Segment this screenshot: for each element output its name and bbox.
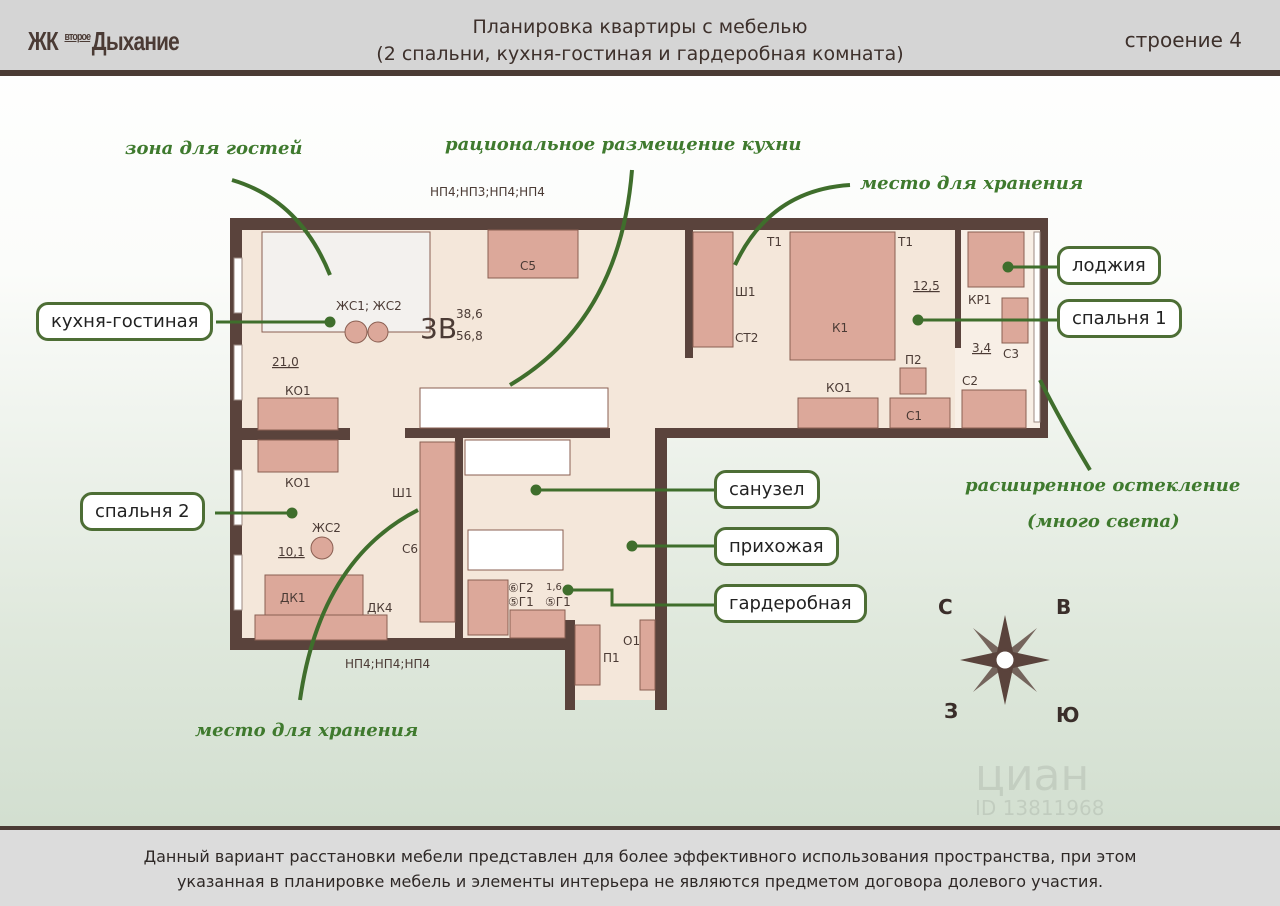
- code-c3: С3: [1003, 347, 1019, 361]
- furniture: [254, 229, 1029, 691]
- footer-disclaimer: Данный вариант расстановки мебели предст…: [0, 826, 1280, 906]
- code-dk4: ДК4: [367, 601, 393, 615]
- code-t1: Т1: [766, 235, 782, 249]
- annotation-storage-top: место для хранения: [860, 173, 1084, 194]
- logo: ЖК второеДыхание: [28, 26, 180, 57]
- code-t1-b: Т1: [897, 235, 913, 249]
- area-living-room: 21,0: [272, 355, 299, 369]
- footer-line-2: указанная в планировке мебель и элементы…: [176, 872, 1104, 891]
- living-area: 38,6: [456, 307, 483, 321]
- label-loggia: лоджия: [1057, 246, 1161, 285]
- arrows: [231, 169, 1092, 701]
- building-label: строение 4: [1124, 28, 1242, 52]
- code-zhs: ЖС1; ЖС2: [336, 299, 402, 313]
- walls: [230, 218, 1048, 710]
- code-dk1: ДК1: [280, 591, 306, 605]
- page-title: Планировка квартиры с мебелью (2 спальни,…: [300, 14, 980, 68]
- code-ko1-c: КО1: [826, 381, 852, 395]
- code-ko1: КО1: [285, 384, 311, 398]
- title-line-2: (2 спальни, кухня-гостиная и гардеробная…: [376, 43, 904, 65]
- area-loggia: 3,4: [972, 341, 991, 355]
- watermark-brand: циан: [975, 750, 1089, 801]
- code-g1: ⑤Г1: [508, 595, 534, 609]
- compass-s: Ю: [1056, 703, 1079, 727]
- apt-type: 3В: [420, 312, 457, 345]
- header: ЖК второеДыхание Планировка квартиры с м…: [0, 0, 1280, 76]
- annotation-glazing-1: расширенное остекление: [965, 475, 1241, 496]
- code-c2: С2: [962, 374, 978, 388]
- code-p2: П2: [905, 353, 922, 367]
- code-kr1: КР1: [968, 293, 991, 307]
- area-wardrobe: 1,6: [546, 582, 562, 593]
- code-c6: С6: [402, 542, 418, 556]
- title-line-1: Планировка квартиры с мебелью: [472, 16, 808, 38]
- code-np-bottom: НП4;НП4;НП4: [345, 657, 430, 671]
- code-st2: СТ2: [735, 331, 758, 345]
- compass-e: В: [1056, 595, 1071, 619]
- compass-w: З: [944, 699, 958, 723]
- label-bathroom: санузел: [714, 470, 820, 509]
- watermark-id: ID 13811968: [975, 796, 1104, 820]
- code-c5: С5: [520, 259, 536, 273]
- logo-small: второе: [64, 31, 91, 43]
- area-bedroom2: 10,1: [278, 545, 305, 559]
- compass-icon: [960, 615, 1050, 705]
- code-np-top: НП4;НП3;НП4;НП4: [430, 185, 545, 199]
- footer-line-1: Данный вариант расстановки мебели предст…: [143, 847, 1137, 866]
- windows: [233, 231, 1041, 611]
- label-hall: прихожая: [714, 527, 839, 566]
- label-wardrobe: гардеробная: [714, 584, 867, 623]
- logo-main: Дыхание: [91, 26, 180, 56]
- code-o1: О1: [623, 634, 640, 648]
- code-ko1-b: КО1: [285, 476, 311, 490]
- logo-prefix: ЖК: [28, 26, 59, 56]
- label-bedroom2: спальня 2: [80, 492, 205, 531]
- compass-n: С: [938, 595, 953, 619]
- code-g2: ⑥Г2: [508, 581, 534, 595]
- annotation-kitchen: рациональное размещение кухни: [445, 134, 802, 155]
- code-p1: П1: [603, 651, 620, 665]
- annotation-glazing-2: (много света): [1027, 511, 1180, 532]
- total-area: 56,8: [456, 329, 483, 343]
- code-sh1-b: Ш1: [392, 486, 412, 500]
- label-bedroom1: спальня 1: [1057, 299, 1182, 338]
- annotation-storage-bottom: место для хранения: [195, 720, 419, 741]
- label-living: кухня-гостиная: [36, 302, 214, 341]
- code-sh1: Ш1: [735, 285, 755, 299]
- annotation-guests: зона для гостей: [125, 138, 303, 159]
- code-g1-b: ⑤Г1: [545, 595, 571, 609]
- area-bedroom1: 12,5: [913, 279, 940, 293]
- leader-lines: [215, 261, 1057, 607]
- code-c1: С1: [906, 409, 922, 423]
- code-k1: К1: [832, 321, 848, 335]
- code-zhs2: ЖС2: [312, 521, 341, 535]
